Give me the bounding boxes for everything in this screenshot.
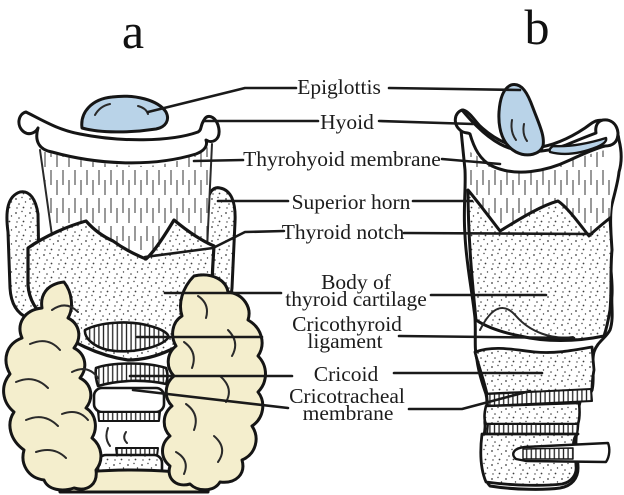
label-cricothyroid-ligament-line1: Cricothyroid <box>292 312 402 336</box>
leader-lines <box>128 86 594 411</box>
label-body-thyroid-cartilage-line2: thyroid cartilage <box>285 287 426 311</box>
label-cricotracheal-membrane-line2: membrane <box>303 401 394 425</box>
leader-hyoid-right <box>377 119 475 126</box>
thyroid-gland-lobule-lines <box>15 295 237 475</box>
leader-thyroid-notch-right <box>402 231 594 236</box>
leader-epiglottis-right <box>387 86 522 92</box>
leader-cricothyroid-ligament-right <box>397 334 576 340</box>
epiglottis-a <box>80 94 170 134</box>
label-cricoid: Cricoid <box>314 362 379 386</box>
label-thyrohyoid-membrane: Thyrohyoid membrane <box>243 147 441 171</box>
label-epiglottis: Epiglottis <box>297 75 381 99</box>
annotation-labels: a b Epiglottis Hyoid Thyrohyoid membrane… <box>122 0 550 425</box>
leader-thyrohyoid-membrane-right <box>440 157 502 166</box>
leader-cricotracheal-membrane-left <box>131 388 290 410</box>
leader-cricotracheal-membrane-right <box>407 389 532 411</box>
epiglottis-b <box>497 83 545 157</box>
label-superior-horn: Superior horn <box>292 190 411 214</box>
tracheal-band-2-b <box>486 423 579 435</box>
hyoid-bone-a <box>17 110 221 165</box>
epiglottis-detail-lines-b <box>510 119 528 142</box>
epiglottis-crescent-b <box>548 136 608 155</box>
thyroid-gland-left-lobe <box>2 280 103 492</box>
label-thyroid-notch: Thyroid notch <box>282 220 405 244</box>
label-body-thyroid-cartilage-line1: Body of <box>321 270 392 294</box>
panel-letter-a: a <box>122 3 144 59</box>
trachea-gap-lines-a <box>105 427 128 447</box>
thyroid-cartilage-b <box>466 188 614 342</box>
cricotracheal-membrane-a <box>97 411 161 422</box>
label-hyoid: Hyoid <box>320 110 374 134</box>
label-cricothyroid-ligament-line2: ligament <box>307 329 382 353</box>
panel-letter-b: b <box>525 0 550 55</box>
label-cricotracheal-membrane-line1: Cricotracheal <box>289 384 405 408</box>
leader-epiglottis-left <box>146 86 298 114</box>
leader-thyrohyoid-membrane-left <box>192 158 245 163</box>
figure-b-lateral-larynx <box>453 83 623 491</box>
tracheal-ring-1-b <box>483 401 581 426</box>
cricoid-b <box>473 345 596 396</box>
tracheal-slot-hatch-b <box>522 447 574 460</box>
leader-thyroid-notch-left <box>143 229 286 259</box>
